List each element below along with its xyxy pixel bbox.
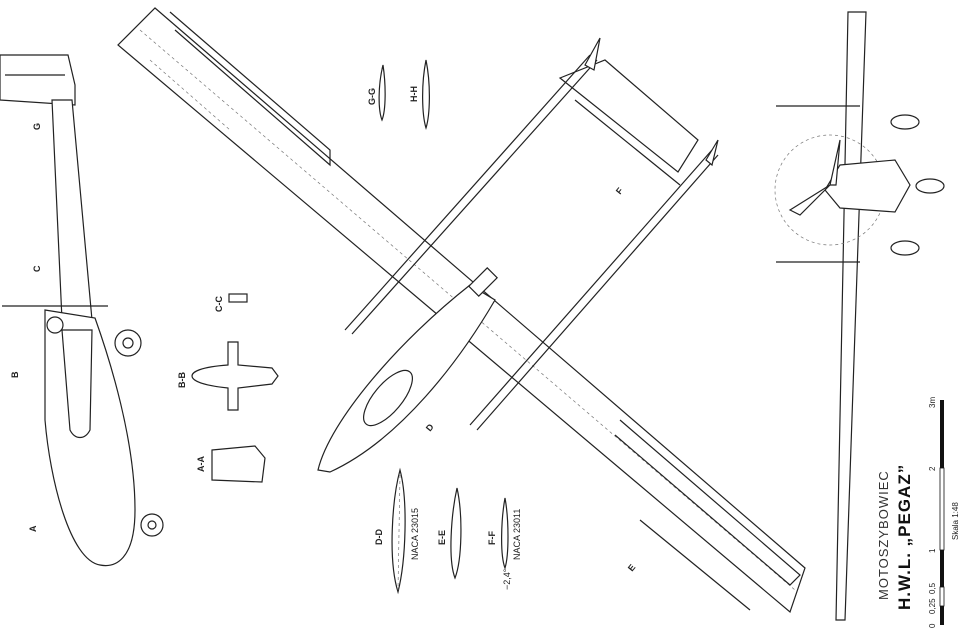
profile-dd: NACA 23015 — [410, 508, 420, 560]
scale-tick: 3m — [928, 397, 937, 408]
tailplane — [558, 59, 699, 173]
section-cc — [228, 293, 248, 303]
label-dd: D-D — [374, 529, 384, 545]
tail-boom-left — [344, 54, 591, 331]
side-boom — [51, 99, 93, 321]
mark-f: F — [614, 185, 626, 196]
scale-tick: 0,25 — [928, 598, 937, 614]
mark-d: D — [424, 421, 436, 433]
scale-tick: 1 — [928, 548, 937, 553]
section-gg — [378, 64, 386, 122]
label-bb: B-B — [177, 372, 187, 388]
incidence-ff: −2,4° — [502, 568, 512, 590]
front-wing — [835, 11, 867, 621]
mark-a: A — [28, 525, 38, 532]
mark-b: B — [10, 371, 20, 378]
mark-g: G — [32, 123, 42, 130]
scale-tick: 0,5 — [928, 582, 937, 594]
sections: G-G H-H C-C B-B A-A D-D NACA 23015 E-E F… — [177, 59, 522, 595]
tail-boom-right — [469, 149, 713, 426]
section-aa — [211, 445, 266, 483]
scale-bar: 0 0,25 0,5 1 2 3m — [928, 397, 945, 628]
label-hh: H-H — [409, 86, 419, 102]
title-block: MOTOSZYBOWIEC H.W.L. „PEGAZ” 0 0,25 0,5 … — [876, 397, 960, 628]
scale-tick: 0 — [928, 623, 937, 628]
aircraft-name: H.W.L. „PEGAZ” — [895, 464, 914, 610]
mark-c: C — [32, 265, 42, 272]
label-cc: C-C — [214, 296, 224, 312]
side-view: G C B A — [0, 54, 164, 567]
section-ee — [450, 487, 462, 580]
scale-label: Skala 1:48 — [951, 502, 960, 540]
label-aa: A-A — [196, 456, 206, 472]
label-gg: G-G — [367, 88, 377, 105]
mark-e: E — [626, 562, 638, 573]
scale-tick: 2 — [928, 466, 937, 471]
section-bb — [191, 341, 279, 411]
aircraft-type: MOTOSZYBOWIEC — [876, 470, 891, 600]
front-view — [774, 11, 945, 621]
profile-ff: NACA 23011 — [512, 509, 522, 560]
section-dd — [391, 467, 406, 595]
section-hh — [422, 59, 430, 131]
top-view: D E F — [117, 7, 806, 614]
label-ee: E-E — [437, 530, 447, 545]
section-ff — [501, 497, 509, 570]
label-ff: F-F — [487, 531, 497, 545]
